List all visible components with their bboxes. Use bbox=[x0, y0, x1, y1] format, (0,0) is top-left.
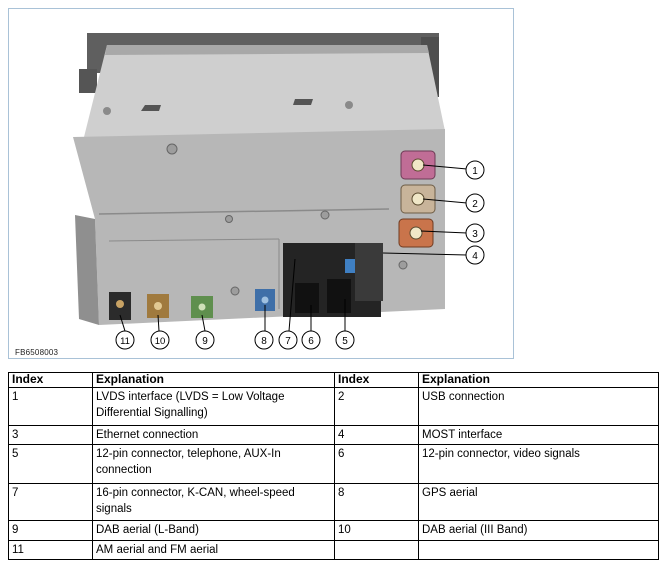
explanation-cell: DAB aerial (L-Band) bbox=[92, 520, 335, 541]
callout-1: 1 bbox=[465, 160, 485, 180]
callout-label: 6 bbox=[308, 336, 314, 347]
index-cell: 11 bbox=[8, 539, 93, 561]
explanation-cell: 16-pin connector, K-CAN, wheel-speed sig… bbox=[92, 482, 335, 522]
callout-3: 3 bbox=[465, 223, 485, 243]
table-header-row: Index Explanation Index Explanation bbox=[8, 371, 659, 389]
index-cell: 3 bbox=[8, 424, 93, 445]
callout-8: 8 bbox=[254, 330, 274, 350]
figure-id-label: FB6508003 bbox=[15, 348, 59, 357]
callout-label: 3 bbox=[472, 229, 478, 240]
index-cell: 7 bbox=[8, 482, 93, 522]
index-cell: 6 bbox=[334, 443, 419, 484]
callout-label: 10 bbox=[155, 336, 166, 347]
callout-label: 8 bbox=[261, 336, 267, 347]
legend-table: Index Explanation Index Explanation 1 LV… bbox=[8, 371, 659, 561]
explanation-cell: USB connection bbox=[418, 387, 659, 426]
index-cell: 1 bbox=[8, 387, 93, 426]
callout-label: 7 bbox=[285, 336, 291, 347]
index-cell: 10 bbox=[334, 520, 419, 541]
callout-2: 2 bbox=[465, 193, 485, 213]
callout-6: 6 bbox=[301, 330, 321, 350]
index-cell: 5 bbox=[8, 443, 93, 484]
index-cell: 9 bbox=[8, 520, 93, 541]
callout-10: 10 bbox=[150, 330, 170, 350]
header-explanation: Explanation bbox=[92, 371, 335, 389]
index-cell: 8 bbox=[334, 482, 419, 522]
callout-label: 9 bbox=[202, 336, 208, 347]
explanation-cell: DAB aerial (III Band) bbox=[418, 520, 659, 541]
explanation-cell bbox=[418, 539, 659, 561]
callout-label: 5 bbox=[342, 336, 348, 347]
callout-4: 4 bbox=[465, 245, 485, 265]
table-row: 11 AM aerial and FM aerial bbox=[8, 539, 659, 561]
table-row: 1 LVDS interface (LVDS = Low Voltage Dif… bbox=[8, 387, 659, 426]
index-cell: 2 bbox=[334, 387, 419, 426]
callout-9: 9 bbox=[195, 330, 215, 350]
explanation-cell: MOST interface bbox=[418, 424, 659, 445]
table-row: 5 12-pin connector, telephone, AUX-In co… bbox=[8, 443, 659, 484]
explanation-cell: LVDS interface (LVDS = Low Voltage Diffe… bbox=[92, 387, 335, 426]
header-explanation: Explanation bbox=[418, 371, 659, 389]
header-index: Index bbox=[8, 371, 93, 389]
photo-figure: 1 2 3 4 5 6 7 8 9 10 11 FB6508003 bbox=[8, 8, 514, 359]
explanation-cell: 12-pin connector, video signals bbox=[418, 443, 659, 484]
header-index: Index bbox=[334, 371, 419, 389]
callout-label: 2 bbox=[472, 199, 478, 210]
callout-11: 11 bbox=[115, 330, 135, 350]
callout-label: 11 bbox=[120, 336, 130, 347]
table-row: 3 Ethernet connection 4 MOST interface bbox=[8, 424, 659, 445]
explanation-cell: AM aerial and FM aerial bbox=[92, 539, 335, 561]
explanation-cell: Ethernet connection bbox=[92, 424, 335, 445]
callout-label: 4 bbox=[472, 251, 478, 262]
explanation-cell: 12-pin connector, telephone, AUX-In conn… bbox=[92, 443, 335, 484]
explanation-cell: GPS aerial bbox=[418, 482, 659, 522]
index-cell: 4 bbox=[334, 424, 419, 445]
table-row: 9 DAB aerial (L-Band) 10 DAB aerial (III… bbox=[8, 520, 659, 541]
index-cell bbox=[334, 539, 419, 561]
head-unit-rear-photo: 1 2 3 4 5 6 7 8 9 10 11 bbox=[73, 33, 485, 350]
callout-5: 5 bbox=[335, 330, 355, 350]
callout-label: 1 bbox=[472, 166, 478, 177]
table-row: 7 16-pin connector, K-CAN, wheel-speed s… bbox=[8, 482, 659, 522]
callout-7: 7 bbox=[278, 330, 298, 350]
